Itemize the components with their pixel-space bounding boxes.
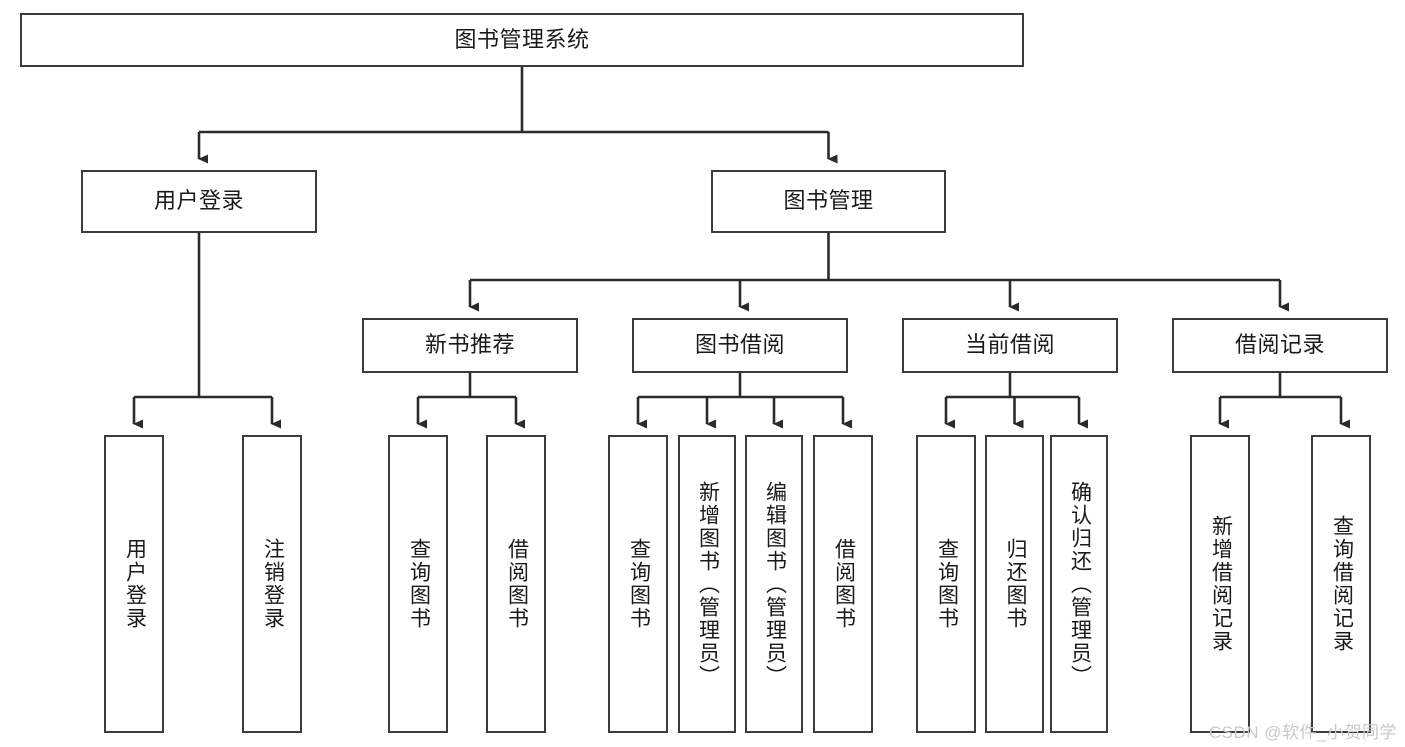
node-leaf-user-logout[interactable]: 注销登录 [242, 435, 302, 733]
node-borrow-record[interactable]: 借阅记录 [1172, 318, 1388, 373]
watermark-text: CSDN @软件_小贺同学 [1208, 723, 1397, 742]
node-label-book-borrow: 图书借阅 [694, 332, 785, 358]
node-label-leaf-edit-book: 编辑图书（管理员） [763, 480, 787, 688]
node-leaf-add-book[interactable]: 新增图书（管理员） [678, 435, 736, 733]
node-book-manage[interactable]: 图书管理 [711, 170, 946, 233]
node-label-leaf-add-book: 新增图书（管理员） [696, 480, 720, 688]
node-user-login[interactable]: 用户登录 [81, 170, 317, 233]
node-leaf-query-book-3[interactable]: 查询图书 [916, 435, 976, 733]
node-label-new-book-recommend: 新书推荐 [424, 332, 515, 358]
node-root[interactable]: 图书管理系统 [20, 13, 1024, 67]
node-label-leaf-return-book: 归还图书 [1003, 538, 1027, 630]
node-label-leaf-borrow-book-2: 借阅图书 [832, 538, 856, 630]
node-label-leaf-add-record: 新增借阅记录 [1209, 515, 1233, 653]
node-label-leaf-query-book-1: 查询图书 [407, 538, 431, 630]
node-leaf-user-login[interactable]: 用户登录 [104, 435, 164, 733]
node-label-leaf-confirm-return: 确认归还（管理员） [1068, 480, 1092, 688]
node-leaf-add-record[interactable]: 新增借阅记录 [1190, 435, 1250, 733]
node-leaf-return-book[interactable]: 归还图书 [985, 435, 1044, 733]
node-label-current-borrow: 当前借阅 [964, 332, 1055, 358]
node-leaf-edit-book[interactable]: 编辑图书（管理员） [745, 435, 803, 733]
node-new-book-recommend[interactable]: 新书推荐 [362, 318, 578, 373]
node-label-borrow-record: 借阅记录 [1234, 332, 1325, 358]
node-label-leaf-user-logout: 注销登录 [261, 538, 285, 630]
node-label-leaf-borrow-book-1: 借阅图书 [505, 538, 529, 630]
node-leaf-borrow-book-1[interactable]: 借阅图书 [486, 435, 546, 733]
node-book-borrow[interactable]: 图书借阅 [632, 318, 848, 373]
node-label-book-manage: 图书管理 [783, 188, 874, 214]
node-current-borrow[interactable]: 当前借阅 [902, 318, 1118, 373]
node-leaf-confirm-return[interactable]: 确认归还（管理员） [1050, 435, 1108, 733]
node-label-leaf-query-record: 查询借阅记录 [1330, 515, 1354, 653]
node-label-root: 图书管理系统 [454, 26, 590, 52]
node-leaf-query-record[interactable]: 查询借阅记录 [1311, 435, 1371, 733]
node-label-leaf-query-book-3: 查询图书 [935, 538, 959, 630]
node-leaf-borrow-book-2[interactable]: 借阅图书 [813, 435, 873, 733]
node-label-leaf-user-login: 用户登录 [123, 538, 147, 630]
node-leaf-query-book-1[interactable]: 查询图书 [388, 435, 448, 733]
node-leaf-query-book-2[interactable]: 查询图书 [608, 435, 668, 733]
node-label-user-login: 用户登录 [153, 188, 244, 214]
node-label-leaf-query-book-2: 查询图书 [627, 538, 651, 630]
